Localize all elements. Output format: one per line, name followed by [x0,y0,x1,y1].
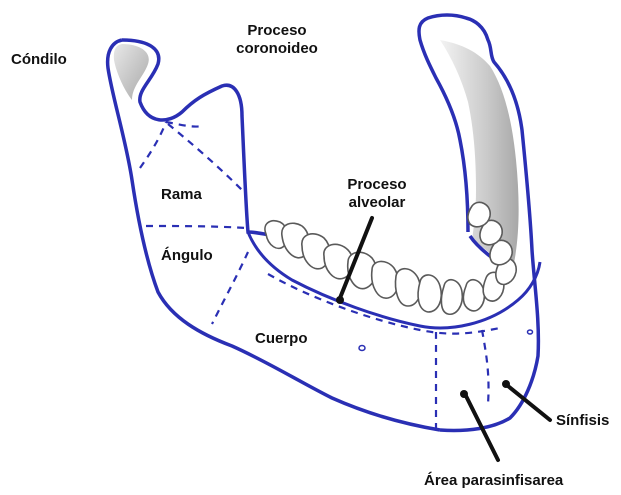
region-boundaries [140,122,500,432]
label-angulo: Ángulo [161,247,213,265]
label-proceso-alveolar: Proceso alveolar [322,176,432,212]
label-condilo: Cóndilo [11,51,67,69]
foramen-right [528,330,533,334]
label-rama: Rama [161,186,202,204]
label-alveolar-line1: Proceso [322,176,432,194]
mental-foramen [359,346,365,351]
teeth [265,202,516,314]
label-cuerpo: Cuerpo [255,330,308,348]
label-sinfisis: Sínfisis [556,412,609,430]
label-coronoideo-line2: coronoideo [222,40,332,58]
left-ramus-outline [122,40,282,236]
label-alveolar-line2: alveolar [322,194,432,212]
label-area-parasinfisarea: Área parasinfisarea [424,472,563,490]
label-proceso-coronoideo: Proceso coronoideo [222,22,332,58]
label-coronoideo-line1: Proceso [222,22,332,40]
